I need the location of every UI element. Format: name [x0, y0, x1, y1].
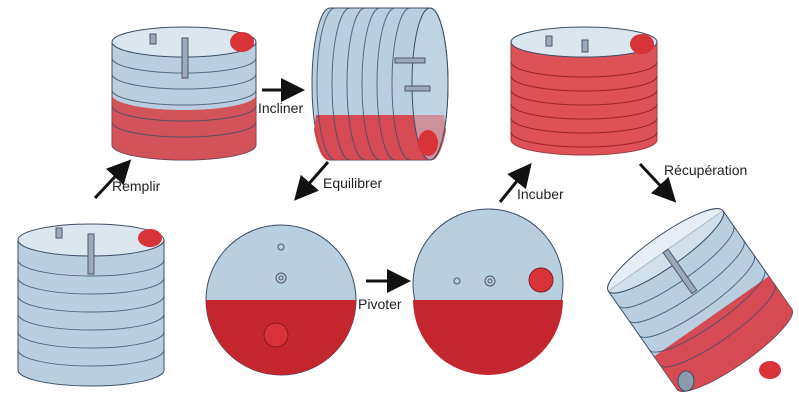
- filled-cell-stack: [111, 26, 257, 161]
- step-label-equilibrate: Equilibrer: [323, 175, 382, 191]
- cap-icon: [528, 267, 554, 293]
- step-label-rotate: Pivoter: [358, 296, 402, 312]
- cap-icon: [630, 34, 654, 54]
- harvesting-cell-stack: [607, 208, 793, 392]
- cap-icon: [418, 130, 438, 156]
- step-label-incubate: Incuber: [517, 186, 564, 202]
- arrow-incubate: [498, 163, 532, 203]
- cap-icon: [263, 322, 289, 348]
- step-label-harvest: Récupération: [664, 162, 747, 178]
- arrow-equilibrate: [294, 161, 330, 201]
- arrows: [93, 78, 677, 293]
- empty-cell-stack: [17, 223, 165, 387]
- incubating-cell-stack: [510, 26, 658, 156]
- arrow-harvest: [638, 162, 677, 203]
- step-label-tilt: Incliner: [258, 100, 303, 116]
- cap-icon: [230, 32, 254, 52]
- step-label-fill: Remplir: [112, 178, 161, 194]
- cap-icon: [138, 229, 162, 247]
- detached-cap-icon: [759, 361, 781, 379]
- equilibrated-flask-top-view: [205, 224, 357, 376]
- rotated-flask-top-view: [412, 208, 564, 375]
- tilted-cell-stack: [311, 7, 449, 161]
- arrow-fill: [93, 159, 132, 200]
